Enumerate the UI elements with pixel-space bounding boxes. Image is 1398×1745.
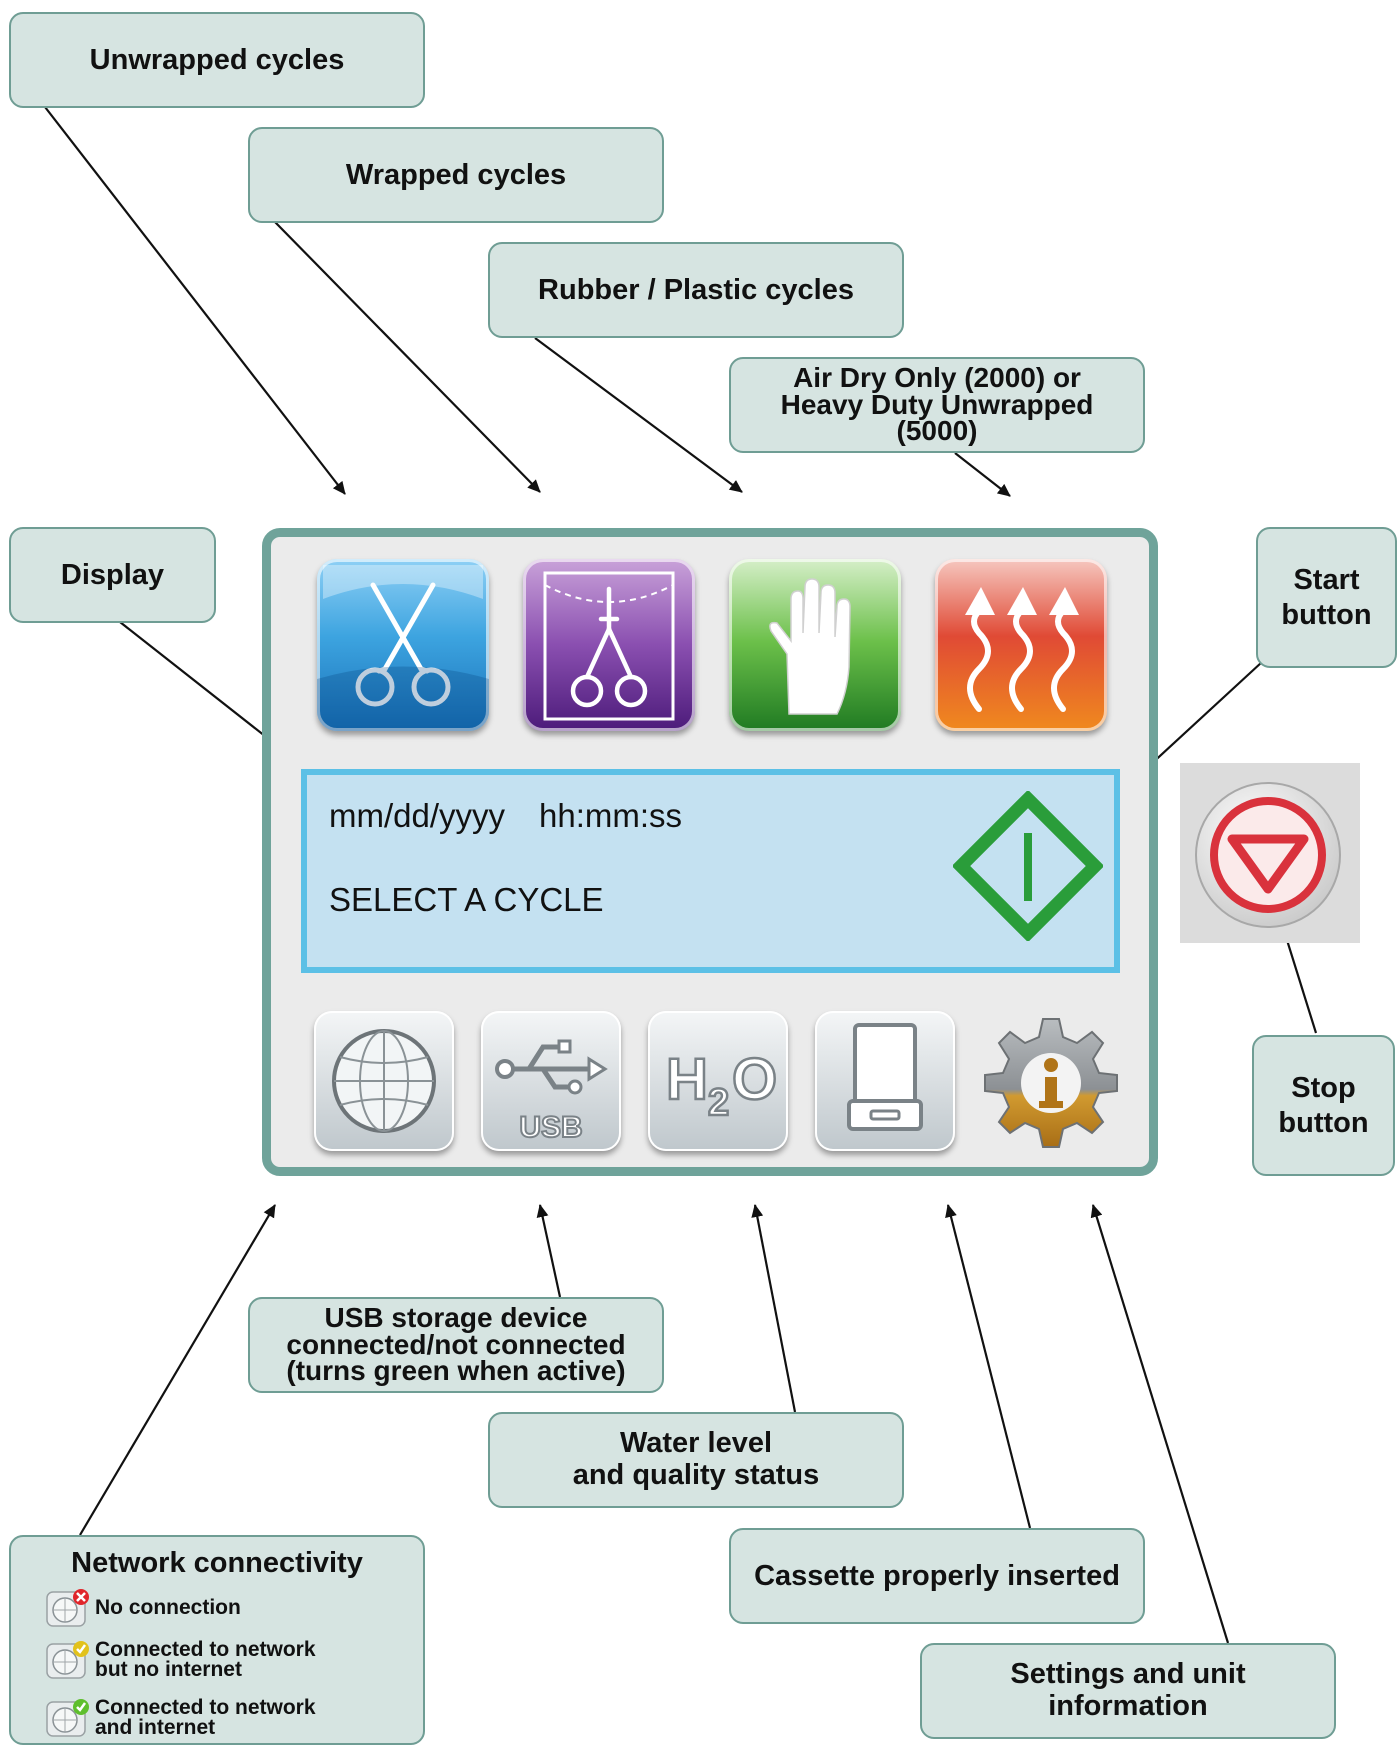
callout-start-button: Start button — [1256, 527, 1397, 668]
h2o-icon: H 2 O — [665, 1046, 779, 1126]
globe-icon — [332, 1029, 436, 1133]
network-item-text: No connection — [95, 1596, 241, 1620]
callout-text: Display — [60, 558, 165, 591]
callout-text: information — [1048, 1690, 1208, 1722]
usb-label: USB — [519, 1111, 582, 1144]
callout-wrapped-cycles: Wrapped cycles — [248, 127, 664, 223]
h2o-2: 2 — [708, 1082, 729, 1124]
display-date: mm/dd/yyyy — [329, 797, 506, 834]
arrow-water — [751, 1204, 797, 1413]
callout-rubber-plastic-cycles: Rubber / Plastic cycles — [488, 242, 904, 338]
air-dry-heavy-duty-cycle-button[interactable] — [935, 559, 1107, 731]
stop-icon[interactable] — [1180, 763, 1360, 943]
water-status[interactable]: H 2 O — [648, 1011, 788, 1151]
stop-button-area — [1180, 763, 1360, 943]
callout-text: button — [1281, 598, 1372, 631]
callout-text: USB storage device — [324, 1302, 588, 1334]
network-item-text: and internet — [95, 1716, 216, 1739]
display-time: hh:mm:ss — [539, 797, 683, 834]
unwrapped-cycle-button[interactable] — [317, 559, 489, 731]
callout-text: Settings and unit — [1010, 1658, 1246, 1691]
arrow-unwrapped — [44, 106, 346, 495]
network-item-text: Connected to network — [95, 1638, 316, 1662]
callout-text: Cassette properly inserted — [754, 1559, 1120, 1592]
callout-display: Display — [9, 527, 216, 623]
network-item-internet: Connected to network and internet — [45, 1696, 316, 1739]
callout-text: Unwrapped cycles — [89, 43, 345, 76]
network-item-text: but no internet — [95, 1658, 242, 1681]
heat-waves-icon — [965, 587, 1079, 712]
callout-cassette: Cassette properly inserted — [729, 1528, 1145, 1624]
h2o-o: O — [732, 1047, 777, 1112]
wrapped-cycle-button[interactable] — [523, 559, 695, 731]
network-item-no-connection: No connection — [45, 1588, 241, 1628]
start-icon[interactable] — [953, 791, 1103, 941]
network-internet-icon — [46, 1699, 89, 1737]
network-item-text: Connected to network — [95, 1696, 316, 1720]
arrow-air-dry — [954, 452, 1011, 497]
h2o-h: H — [666, 1047, 708, 1112]
network-status[interactable] — [314, 1011, 454, 1151]
control-panel: mm/dd/yyyy hh:mm:ss SELECT A CYCLE — [262, 528, 1158, 1176]
callout-text: Wrapped cycles — [345, 158, 567, 191]
cassette-icon — [847, 1023, 923, 1131]
callout-text: Air Dry Only (2000) or — [793, 362, 1081, 394]
arrow-usb — [536, 1204, 562, 1298]
callout-text: Water level — [619, 1427, 773, 1460]
callout-stop-button: Stop button — [1252, 1035, 1395, 1176]
display-message: SELECT A CYCLE — [329, 881, 604, 918]
callout-text: Heavy Duty Unwrapped — [780, 388, 1094, 420]
callout-text: button — [1278, 1106, 1369, 1139]
network-item-no-internet: Connected to network but no internet — [45, 1638, 316, 1681]
callout-text: connected/not connected — [286, 1328, 626, 1360]
arrow-settings — [1090, 1204, 1230, 1644]
network-no-connection-icon — [46, 1589, 89, 1627]
callout-water-level: Water level and quality status — [488, 1412, 904, 1508]
callout-text: and quality status — [572, 1459, 820, 1491]
network-no-internet-icon — [46, 1641, 89, 1679]
callout-text: Stop — [1291, 1071, 1356, 1104]
callout-text: Rubber / Plastic cycles — [538, 273, 854, 306]
settings-gear-icon — [984, 1018, 1118, 1148]
wrapped-forceps-icon — [543, 571, 675, 721]
callout-text: (turns green when active) — [286, 1355, 626, 1387]
arrow-cassette — [945, 1204, 1032, 1529]
usb-status[interactable]: USB — [481, 1011, 621, 1151]
arrow-rubber — [534, 337, 743, 493]
callout-unwrapped-cycles: Unwrapped cycles — [9, 12, 425, 108]
callout-network-connectivity: Network connectivity No connection — [9, 1535, 425, 1745]
network-title: Network connectivity — [71, 1547, 363, 1579]
settings-info[interactable] — [981, 1011, 1121, 1151]
callout-text: (5000) — [896, 415, 978, 447]
glove-icon — [769, 578, 851, 715]
callout-usb-storage: USB storage device connected/not connect… — [248, 1297, 664, 1393]
arrow-network — [79, 1204, 276, 1536]
cassette-status[interactable] — [815, 1011, 955, 1151]
callout-air-dry: Air Dry Only (2000) or Heavy Duty Unwrap… — [729, 357, 1145, 453]
lcd-display: mm/dd/yyyy hh:mm:ss SELECT A CYCLE — [301, 769, 1120, 973]
callout-text: Start — [1293, 563, 1360, 596]
rubber-plastic-cycle-button[interactable] — [729, 559, 901, 731]
usb-icon: USB — [495, 1039, 608, 1145]
arrow-wrapped — [274, 221, 541, 493]
scissors-icon — [317, 565, 489, 731]
callout-settings: Settings and unit information — [920, 1643, 1336, 1739]
